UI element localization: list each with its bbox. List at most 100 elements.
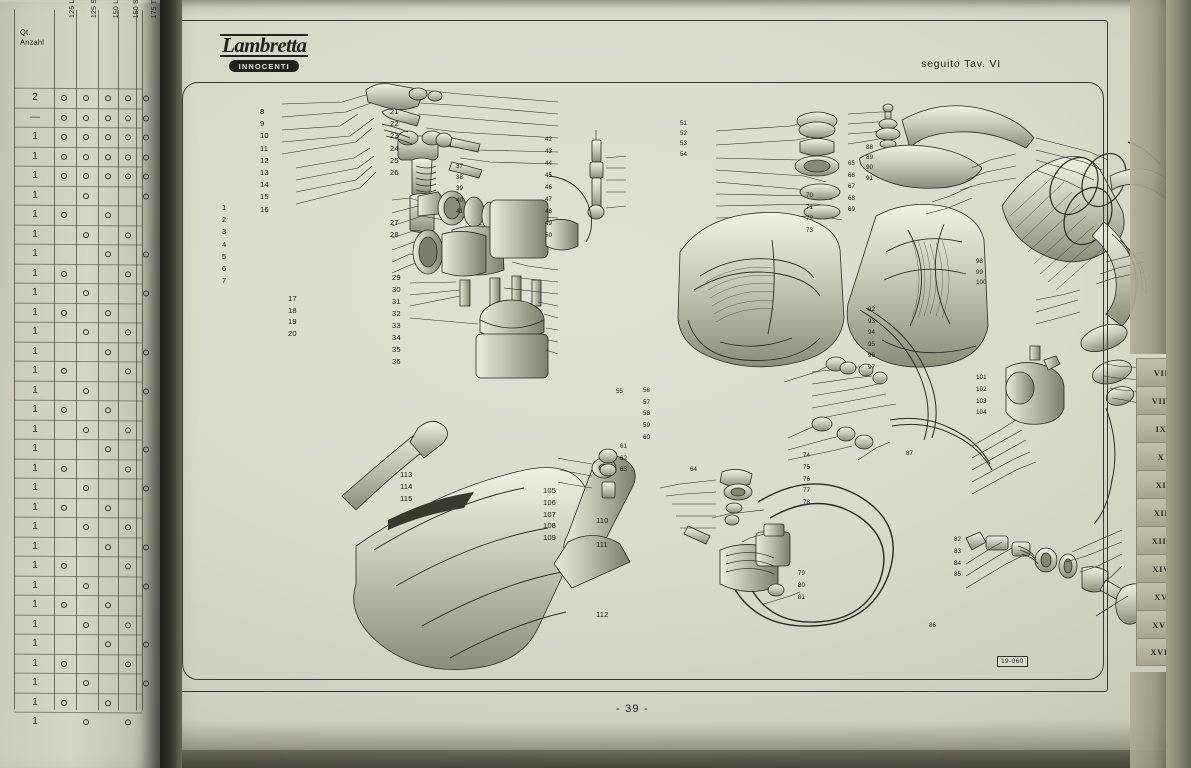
table-cell-applicability-mark: [125, 563, 131, 570]
callout-39: 39: [456, 185, 464, 193]
table-cell-applicability-mark: [125, 660, 131, 667]
table-cell-applicability-mark: [61, 94, 67, 101]
callout-68: 68: [848, 194, 856, 202]
table-row-rule: [14, 341, 142, 343]
table-header-quantity: Qt.Anzahl: [20, 27, 45, 47]
callout-1: 1: [222, 203, 227, 212]
callout-17: 17: [288, 294, 297, 303]
table-cell-quantity: 1: [32, 228, 38, 240]
table-cell-applicability-mark: [83, 426, 89, 433]
table-column-rule: [136, 10, 137, 711]
callout-36: 36: [392, 357, 401, 366]
callout-98: 98: [976, 258, 984, 265]
table-cell-applicability-mark: [105, 251, 111, 258]
table-cell-quantity: 1: [32, 306, 38, 318]
table-cell-applicability-mark: [61, 133, 67, 140]
callout-87: 87: [906, 450, 914, 457]
brand-name: Lambretta: [220, 33, 309, 57]
callout-30: 30: [392, 285, 401, 294]
callout-7: 7: [222, 276, 227, 286]
table-cell-applicability-mark: [125, 114, 131, 121]
table-cell-applicability-mark: [83, 231, 89, 238]
callout-105: 105: [543, 486, 556, 495]
table-row-rule: [14, 107, 142, 109]
callout-84: 84: [954, 559, 962, 567]
callout-86: 86: [929, 622, 937, 629]
callout-65: 65: [848, 160, 856, 167]
table-row-rule: [14, 419, 142, 421]
callout-14: 14: [260, 180, 269, 190]
callout-95: 95: [868, 340, 876, 348]
table-cell-applicability-mark: [125, 465, 131, 472]
table-cell-quantity: 1: [32, 579, 38, 591]
callout-60: 60: [643, 434, 651, 441]
callout-28: 28: [390, 230, 399, 239]
table-cell-quantity: 1: [32, 637, 38, 649]
table-cell-quantity: 1: [32, 481, 38, 493]
callout-41: 41: [456, 207, 464, 215]
table-cell-quantity: 1: [32, 696, 38, 708]
table-cell-applicability-mark: [105, 134, 111, 141]
table-cell-applicability-mark: [125, 426, 131, 433]
table-row-rule: [14, 711, 142, 714]
page-block-lower: [1130, 672, 1170, 768]
table-cell-quantity: 1: [32, 189, 38, 201]
table-column-rule: [118, 10, 119, 711]
table-row-rule: [14, 321, 142, 324]
table-cell-applicability-mark: [61, 367, 67, 374]
callout-96: 96: [868, 352, 876, 359]
plate-code: 19-060: [997, 656, 1028, 667]
callout-64: 64: [690, 466, 698, 473]
callout-42: 42: [545, 136, 553, 143]
table-header-model: 150 LI: [113, 0, 120, 19]
callout-88: 88: [866, 144, 874, 151]
table-cell-quantity: 1: [32, 501, 38, 513]
table-cell-quantity: 1: [32, 598, 38, 610]
table-cell-quantity: 1: [32, 657, 38, 669]
table-cell-quantity: 1: [32, 403, 38, 415]
callout-97: 97: [868, 363, 876, 371]
table-cell-applicability-mark: [125, 719, 131, 726]
table-header-model: 125 LI: [69, 0, 76, 19]
table-cell-quantity: 1: [32, 325, 38, 337]
callout-112: 112: [596, 610, 609, 619]
table-cell-applicability-mark: [61, 465, 67, 472]
callout-72: 72: [806, 215, 814, 222]
callout-18: 18: [288, 305, 297, 315]
table-cell-applicability-mark: [61, 562, 67, 569]
callout-4: 4: [222, 239, 227, 249]
callout-100: 100: [976, 279, 987, 286]
table-cell-quantity: 1: [32, 150, 38, 162]
callout-40: 40: [456, 196, 464, 204]
table-column-rule: [54, 9, 55, 710]
table-cell-applicability-mark: [125, 231, 131, 238]
table-row-rule: [14, 399, 142, 402]
callout-8: 8: [260, 107, 265, 116]
callout-5: 5: [222, 251, 227, 261]
table-cell-applicability-mark: [125, 329, 131, 336]
callout-50: 50: [545, 232, 553, 239]
callout-9: 9: [260, 119, 265, 129]
callout-15: 15: [260, 192, 269, 202]
callout-12: 12: [260, 155, 269, 165]
callout-6: 6: [222, 264, 227, 273]
table-cell-applicability-mark: [105, 543, 111, 550]
table-cell-applicability-mark: [83, 153, 89, 160]
table-cell-quantity: 1: [32, 442, 38, 454]
table-cell-applicability-mark: [105, 173, 111, 180]
table-cell-quantity: 1: [32, 267, 38, 279]
table-cell-applicability-mark: [61, 504, 67, 511]
table-cell-applicability-mark: [125, 368, 131, 375]
callout-110: 110: [596, 516, 609, 525]
callout-52: 52: [680, 130, 688, 138]
table-cell-applicability-mark: [125, 621, 131, 628]
table-cell-applicability-mark: [83, 582, 89, 589]
callout-104: 104: [976, 409, 987, 417]
table-cell-applicability-mark: [125, 524, 131, 531]
callout-16: 16: [260, 204, 269, 214]
callout-99: 99: [976, 268, 984, 276]
table-cell-applicability-mark: [105, 114, 111, 121]
callout-70: 70: [806, 192, 814, 199]
table-cell-applicability-mark: [83, 329, 89, 336]
